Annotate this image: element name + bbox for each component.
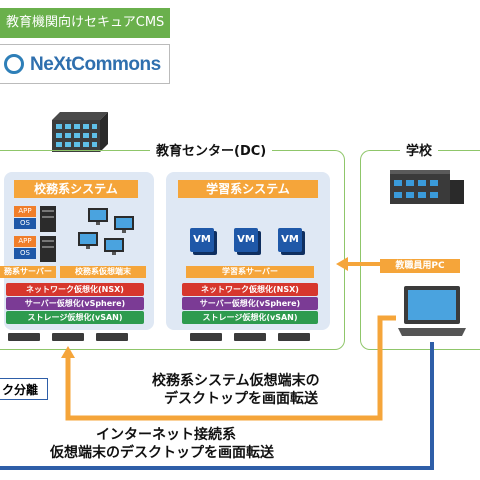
admin-system-title: 校務系システム [14, 180, 138, 198]
datacenter-label: 教育センター(DC) [150, 140, 273, 159]
admin-app-stack-2: APP OS [14, 236, 36, 259]
storage-disk-icon [278, 333, 310, 341]
vm-icon: VM [190, 228, 214, 252]
logo-mark-icon [4, 54, 24, 74]
learning-network-virtualization-bar: ネットワーク仮想化(NSX) [182, 283, 318, 296]
learning-system-title: 学習系システム [178, 180, 318, 198]
learning-server-label: 学習系サーバー [186, 266, 314, 278]
admin-terminal-label: 校務系仮想端末 [60, 266, 146, 278]
network-separation-label: ク分離 [0, 378, 48, 400]
internet-transfer-line-1: インターネット接続系 [96, 427, 236, 443]
laptop-icon [398, 286, 466, 336]
datacenter-building-icon [52, 112, 108, 152]
teacher-pc-label: 教職員用PC [380, 259, 460, 273]
product-banner: 教育機関向けセキュアCMS [0, 8, 170, 38]
internet-transfer-line-2: 仮想端末のデスクトップを画面転送 [50, 445, 274, 461]
admin-transfer-line-1: 校務系システム仮想端末の [152, 373, 320, 389]
storage-disk-icon [234, 333, 266, 341]
admin-transfer-description: 校務系システム仮想端末の デスクトップを画面転送 [152, 372, 372, 408]
storage-disk-icon [52, 333, 84, 341]
app-tile: APP [14, 236, 36, 247]
nextcommons-logo: NeXtCommons [0, 44, 170, 84]
admin-network-virtualization-bar: ネットワーク仮想化(NSX) [6, 283, 144, 296]
admin-transfer-line-2: デスクトップを画面転送 [164, 391, 318, 407]
learning-server-virtualization-bar: サーバー仮想化(vSphere) [182, 297, 318, 310]
admin-storage-virtualization-bar: ストレージ仮想化(vSAN) [6, 311, 144, 324]
os-tile: OS [14, 248, 36, 259]
internet-transfer-description: インターネット接続系 仮想端末のデスクトップを画面転送 [50, 426, 390, 462]
vm-icon: VM [278, 228, 302, 252]
admin-server-virtualization-bar: サーバー仮想化(vSphere) [6, 297, 144, 310]
storage-disk-icon [8, 333, 40, 341]
school-label: 学校 [400, 140, 439, 159]
school-building-icon [390, 170, 464, 204]
server-icon [40, 236, 56, 262]
virtual-terminal-icon [78, 208, 134, 255]
storage-disk-icon [96, 333, 128, 341]
server-icon [40, 206, 56, 232]
learning-storage-virtualization-bar: ストレージ仮想化(vSAN) [182, 311, 318, 324]
admin-server-label: 務系サーバー [0, 266, 56, 278]
vm-icon: VM [234, 228, 258, 252]
storage-disk-icon [190, 333, 222, 341]
logo-text: NeXtCommons [30, 54, 161, 75]
admin-app-stack: APP OS [14, 206, 36, 229]
app-tile: APP [14, 206, 36, 217]
os-tile: OS [14, 218, 36, 229]
